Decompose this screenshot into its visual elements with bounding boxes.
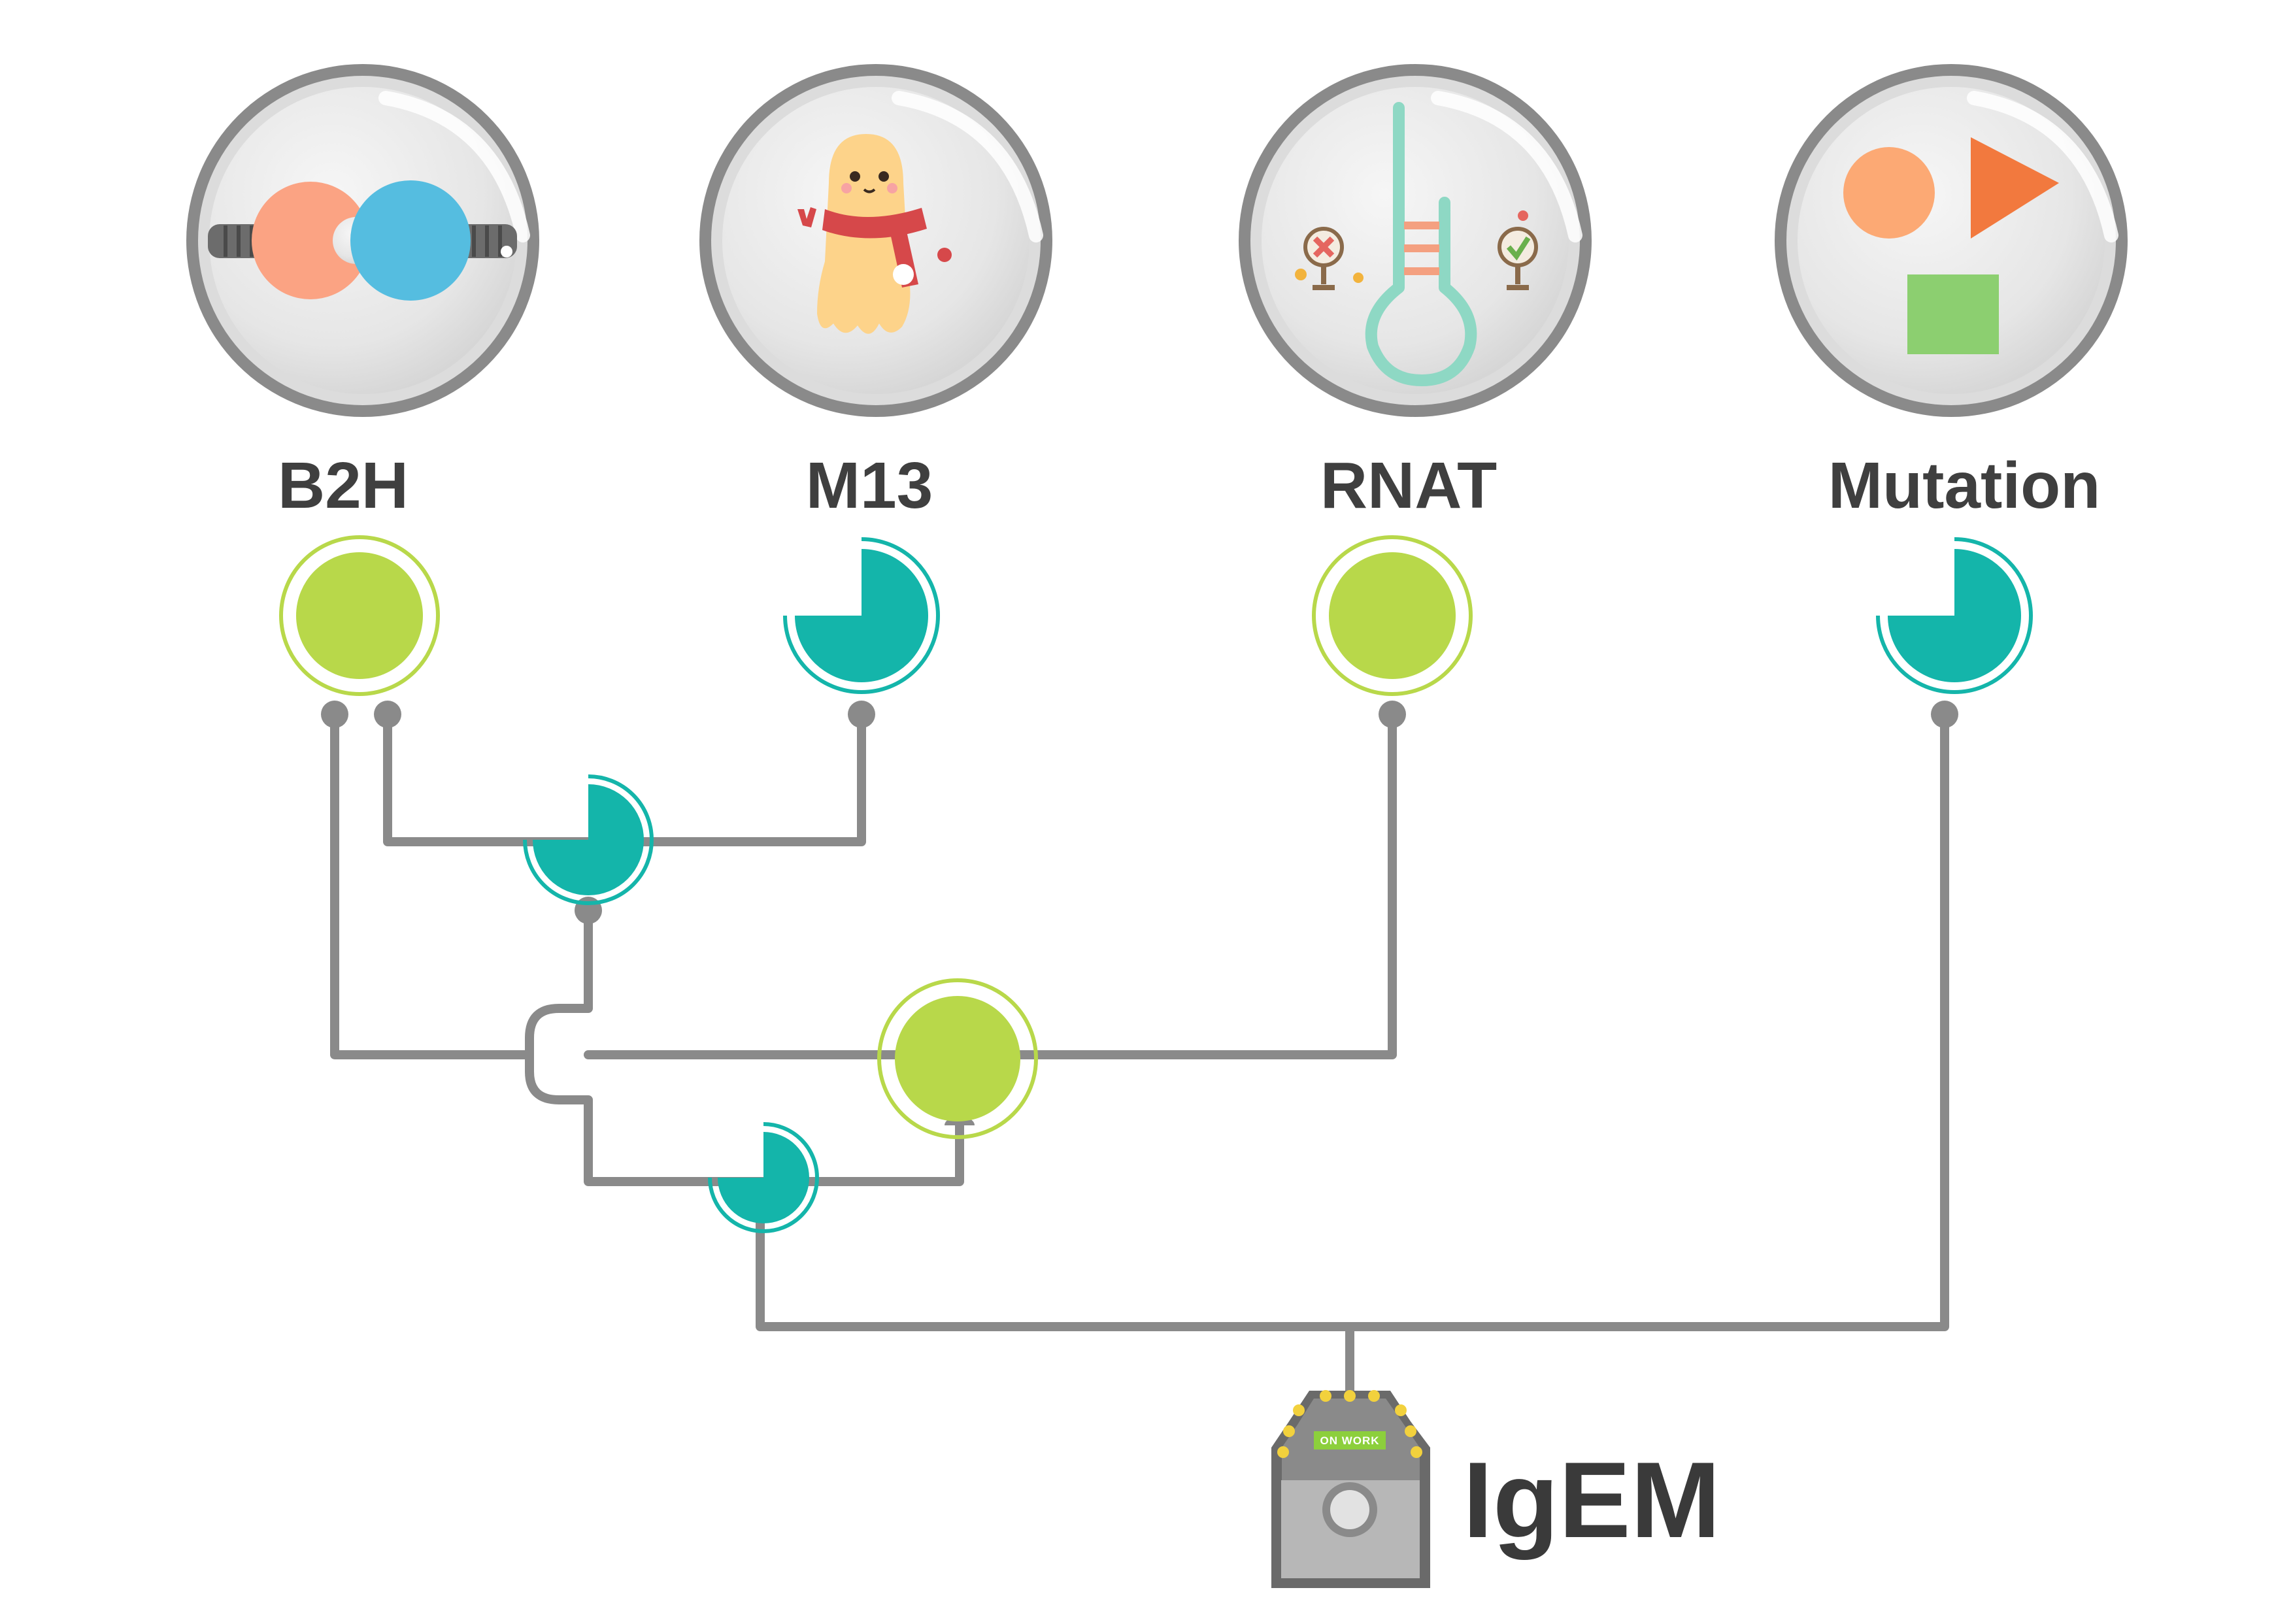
module-label-b2h: B2H — [278, 449, 409, 522]
status-badge — [1314, 1431, 1386, 1450]
status-node-m13 — [783, 537, 940, 694]
wire-merge-1-to-merge-3 — [525, 906, 964, 1186]
wire-b2h-to-merge-2 — [330, 710, 1397, 1059]
two-hybrid-icon — [208, 180, 517, 301]
m13-phage-mascot-icon — [797, 134, 952, 334]
rna-thermometer-icon — [1295, 102, 1538, 386]
status-node-rnat — [1312, 535, 1473, 696]
connector-dot — [321, 701, 348, 728]
status-badge-text: ON WORK — [1320, 1434, 1379, 1447]
status-node-b2h — [279, 535, 440, 696]
merge-node-2 — [877, 978, 1038, 1139]
connection-wires — [330, 710, 1949, 1395]
device-label: IgEM — [1463, 1440, 1720, 1560]
bubble-m13 — [699, 64, 1052, 417]
module-label-mutation: Mutation — [1828, 449, 2101, 522]
module-label-m13: M13 — [806, 449, 933, 522]
bubble-b2h — [186, 64, 539, 417]
module-label-rnat: RNAT — [1320, 449, 1497, 522]
connector-dot — [1379, 701, 1406, 728]
merge-node-3 — [708, 1122, 819, 1233]
status-node-mutation — [1876, 537, 2033, 694]
bubble-mutation — [1775, 64, 2128, 417]
connector-dot — [374, 701, 401, 728]
bubble-rnat — [1239, 64, 1592, 417]
connector-dots — [321, 701, 1958, 1125]
shapes-icon — [1843, 137, 2059, 354]
merge-node-1 — [523, 774, 654, 905]
connector-dot — [848, 701, 875, 728]
device-lights — [1277, 1390, 1422, 1458]
connector-dot — [1931, 701, 1958, 728]
machine-icon: ON WORK — [1271, 1390, 1430, 1588]
